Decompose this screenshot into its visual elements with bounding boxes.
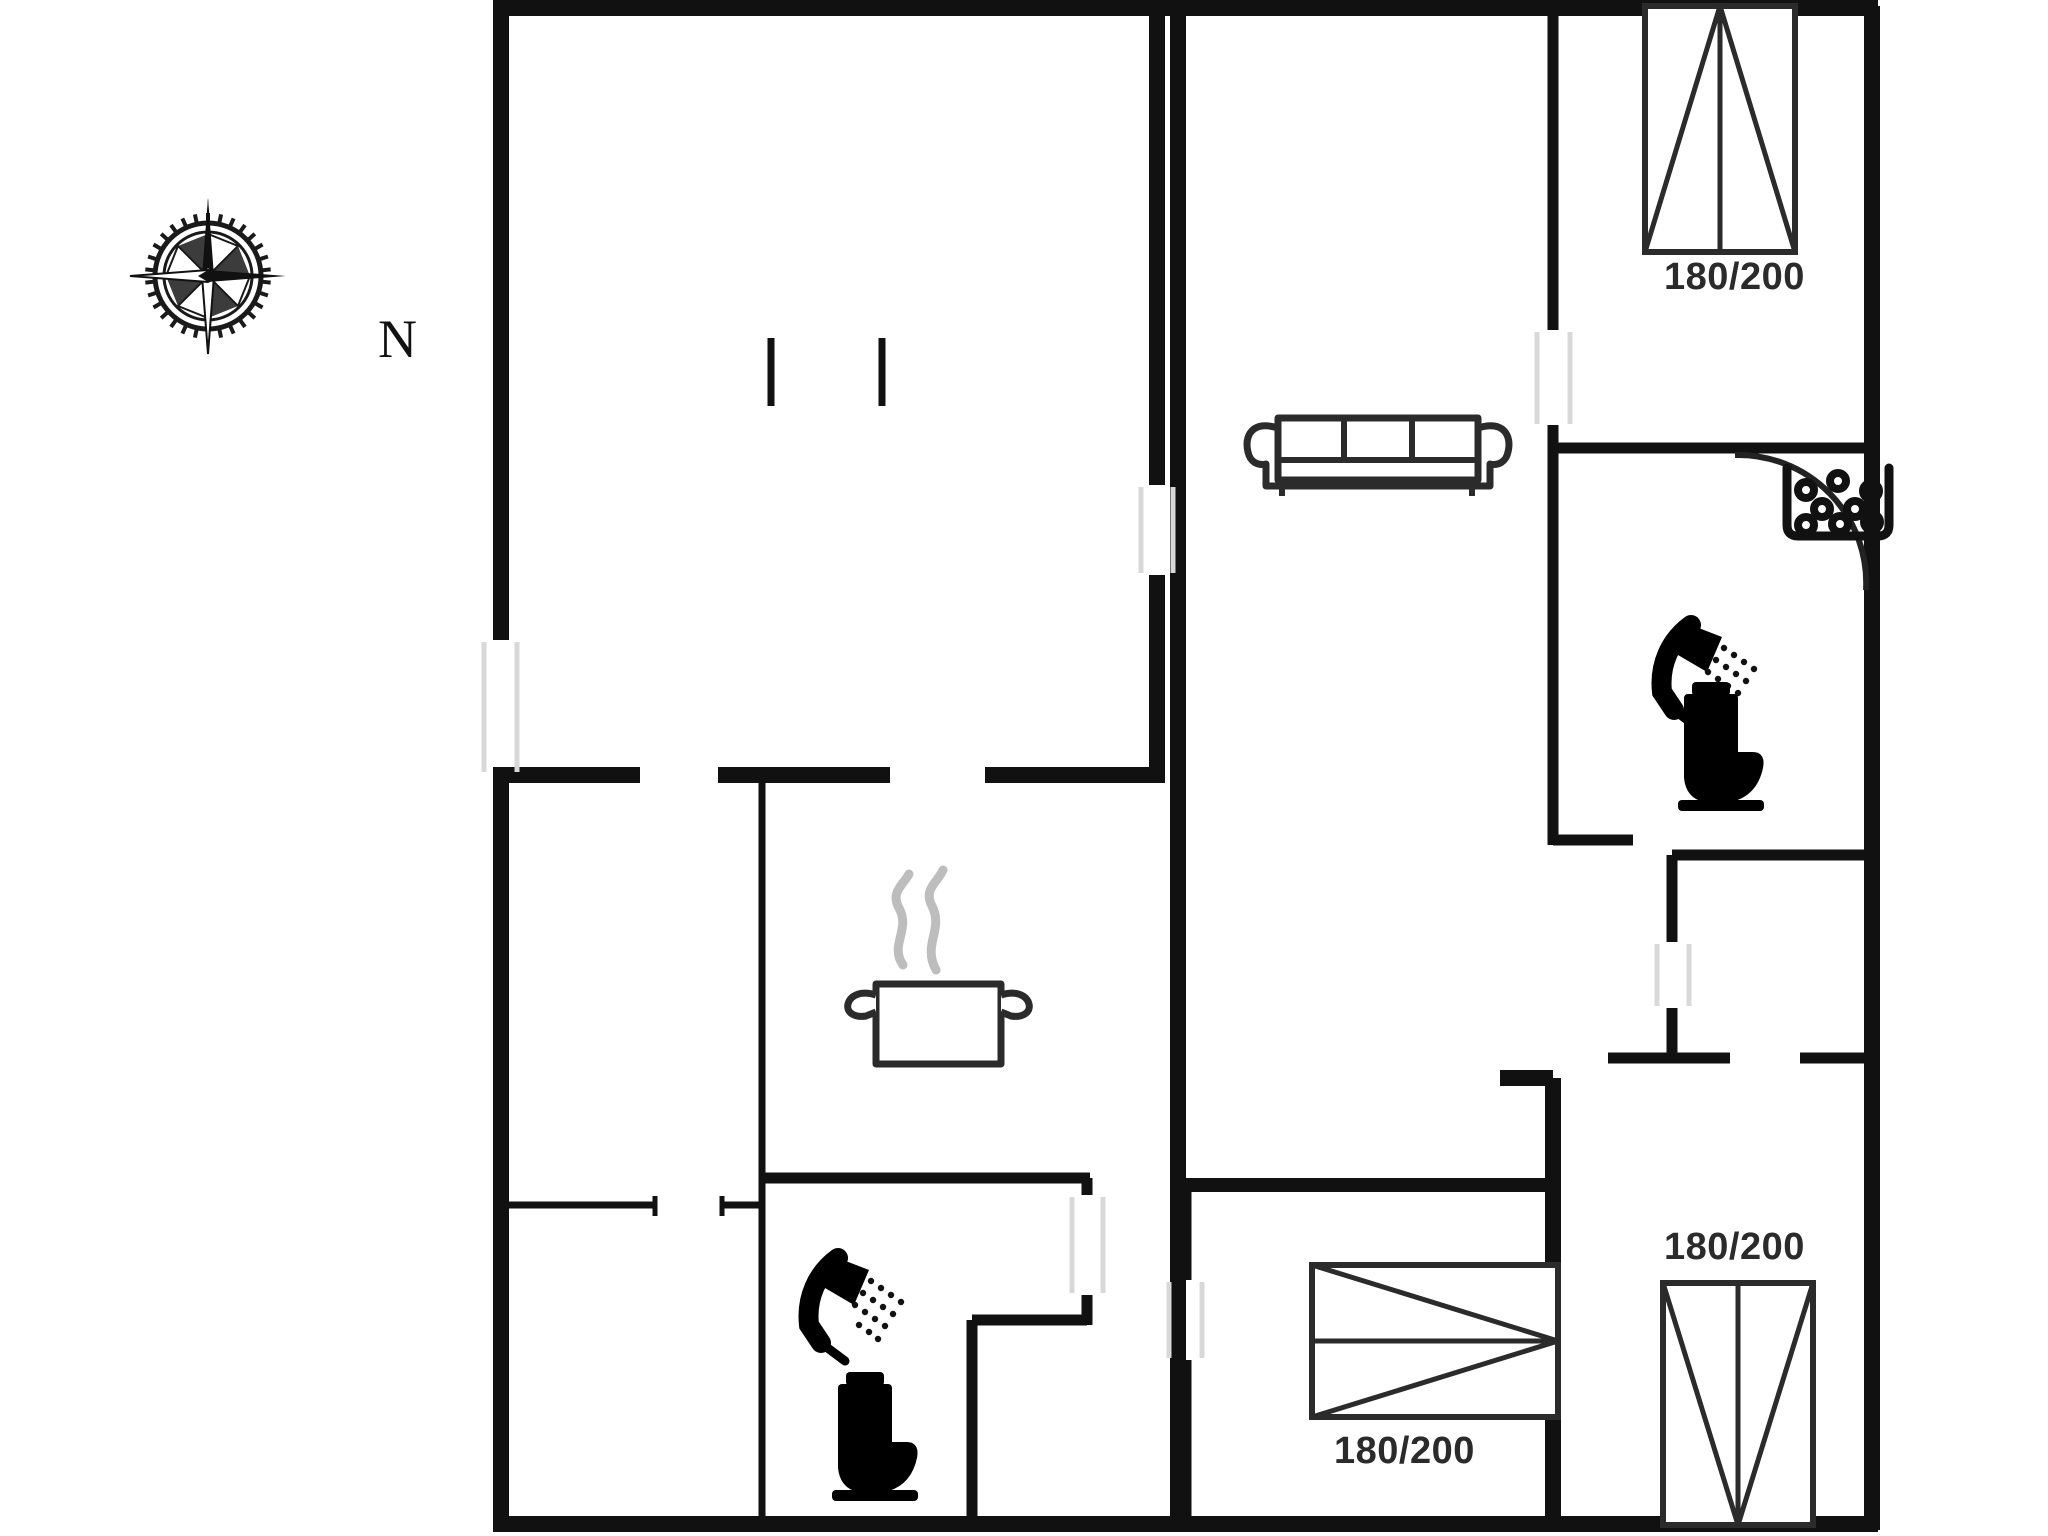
door-swing-arc-bathroom-ne [1734, 451, 1870, 591]
shower-icon-bathroom-sw [798, 1248, 905, 1366]
compass-north-label: N [378, 309, 417, 369]
sofa-icon [1243, 414, 1513, 496]
room-nw-wall-marks [767, 338, 886, 406]
bed-dimension-label-north-east: 180/200 [1664, 256, 1805, 298]
compass-rose-icon [128, 196, 288, 356]
door-leaf-hints [481, 332, 1692, 1358]
toilet-icon-bathroom-ne [1678, 682, 1764, 811]
bed-icon-south-middle [1309, 1262, 1561, 1420]
cooking-pot-icon [844, 980, 1033, 1068]
bed-dimension-label-south-middle: 180/200 [1334, 1430, 1475, 1472]
steam-icon [891, 865, 948, 975]
toilet-icon-bathroom-sw [832, 1372, 918, 1501]
bed-icon-south-east [1660, 1280, 1816, 1528]
bed-icon-north-east [1642, 3, 1798, 255]
bed-dimension-label-south-east: 180/200 [1664, 1226, 1805, 1268]
washing-machine-icon [1782, 463, 1894, 541]
